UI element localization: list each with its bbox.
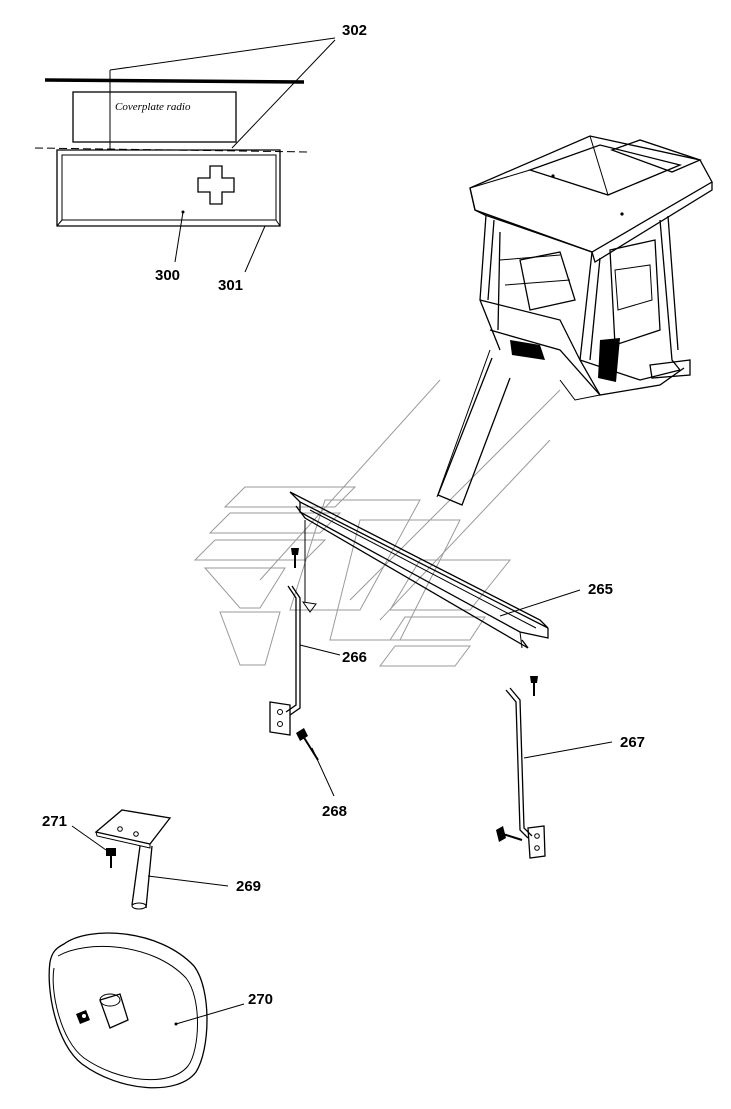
cab-roof-top [527,144,683,196]
cab-front-post [479,214,501,351]
mirror-back [48,932,208,1089]
exploded-view-wedge [437,357,511,506]
mirror-mount-269: 269 [94,809,261,910]
leader-269 [147,875,229,887]
callout-271: 271 [42,813,67,830]
watermark-logo [193,379,561,667]
mount-plate [94,809,172,845]
mirror-head-270: 270 [48,932,273,1089]
mount-stem [131,845,153,909]
arm-266-rod [285,585,297,713]
mirror-bar-265: 265 [289,491,613,649]
cab-window-left [519,251,576,311]
callout-300: 300 [155,267,180,284]
arm-266-bracket [269,701,291,736]
arm-267-bracket [527,825,546,859]
callout-302: 302 [342,22,367,39]
cab-roof-hatch [610,139,702,173]
cab-step [649,359,691,379]
cab-roof [469,135,713,253]
mirror-pivot [99,993,129,1029]
cab-window-right [609,239,661,346]
mirror-arm-267: 267 [496,687,645,859]
callout-270: 270 [248,991,273,1008]
coverplate-radio-label: Coverplate radio [115,101,191,113]
cab-rear-post [659,215,681,371]
first-aid-panel-outer [56,149,281,227]
callout-269: 269 [236,878,261,895]
leader-267 [523,741,613,759]
leader-300 [174,211,184,263]
leader-301 [244,225,266,273]
first-aid-cross-icon [197,165,235,205]
first-aid-panel-inner [61,154,277,221]
callout-267: 267 [620,734,645,751]
callout-301: 301 [218,277,243,294]
callout-268: 268 [322,803,347,820]
cab-assembly [469,135,713,401]
leader-302-b [231,39,336,149]
arm-267-rod [505,689,529,839]
leader-268 [311,747,335,797]
screw-268: 268 [296,728,347,820]
bolt-top-left [291,548,299,568]
mirror-arm-266: 266 [269,585,367,736]
cab-seat [614,264,653,311]
coverplate-radio [72,91,237,143]
screw-271: 271 [42,813,116,868]
leader-266 [299,644,341,656]
roof-edge-line [44,78,305,84]
callout-266: 266 [342,649,367,666]
leader-271 [71,825,107,851]
cab-center-post [579,251,601,396]
radio-coverplate-group: Coverplate radio 302 300 301 [34,22,367,294]
leader-265 [499,589,581,617]
cab-floor-edge [479,299,681,381]
bolt-top-right [530,676,538,696]
leader-270 [175,1003,245,1025]
callout-265: 265 [588,581,613,598]
